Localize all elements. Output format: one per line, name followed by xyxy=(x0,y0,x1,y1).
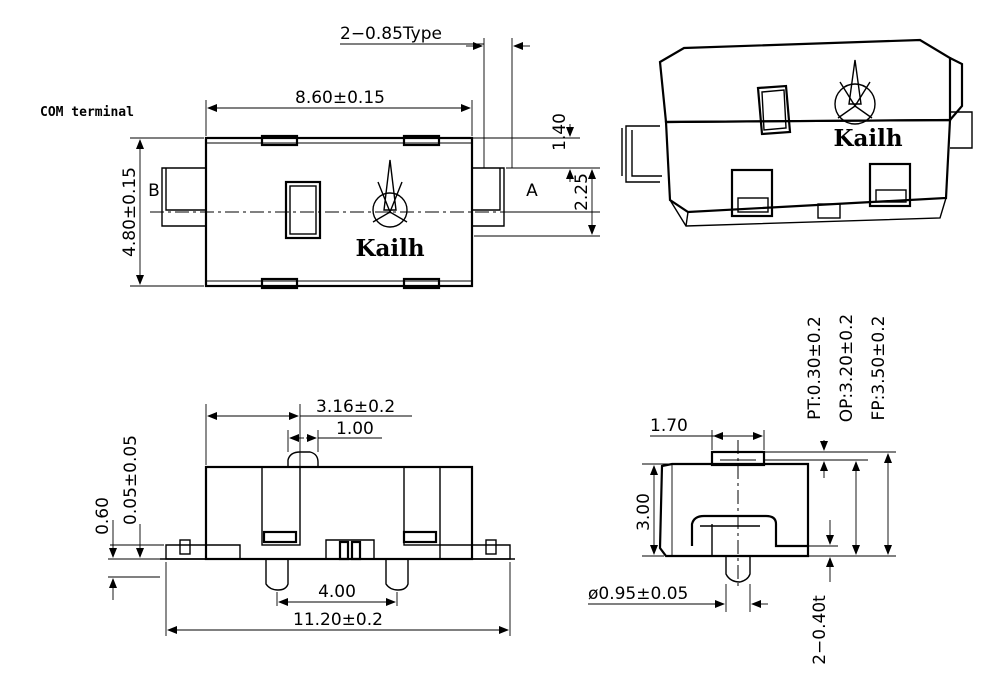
dim-4-00: 4.00 xyxy=(318,582,356,602)
kailh-logo-iso: Kailh xyxy=(833,59,903,152)
iso-actuator xyxy=(756,84,792,136)
front-view: 3.16±0.2 1.00 0.60 0.05±0.05 4.00 11.20±… xyxy=(93,397,515,636)
iso-front-face xyxy=(664,118,952,214)
iso-clip-right xyxy=(868,162,912,208)
pin-side xyxy=(725,556,751,583)
iso-top-face xyxy=(658,38,952,124)
clip-top-right xyxy=(402,134,441,147)
actuator-top xyxy=(284,180,322,240)
dim-2-25: 2.25 xyxy=(572,173,592,211)
clip-top-left xyxy=(260,134,299,147)
dim-fp: FP:3.50±0.2 xyxy=(869,316,889,421)
clip-bottom-right xyxy=(402,277,441,290)
dim-3-00: 3.00 xyxy=(634,493,654,531)
dim-pt: PT:0.30±0.2 xyxy=(805,316,825,420)
brand-text-iso: Kailh xyxy=(833,125,902,152)
dim-0-60: 0.60 xyxy=(93,497,113,535)
pin-right xyxy=(385,559,409,591)
dim-op: OP:3.20±0.2 xyxy=(837,314,857,423)
com-terminal-label: COM terminal xyxy=(40,105,134,120)
iso-terminal-right xyxy=(950,111,973,149)
dim-1-40: 1.40 xyxy=(550,113,570,151)
dim-1-00: 1.00 xyxy=(336,419,374,439)
dim-11-20: 11.20±0.2 xyxy=(293,610,383,630)
terminal-a-label: A xyxy=(526,181,538,201)
dim-0-05: 0.05±0.05 xyxy=(121,435,141,525)
dim-height: 4.80±0.15 xyxy=(120,167,140,257)
kailh-logo-top: Kailh xyxy=(355,159,425,262)
clip-bottom-left xyxy=(260,277,299,290)
dim-type: 2−0.85Type xyxy=(340,24,442,44)
dim-length: 8.60±0.15 xyxy=(295,88,385,108)
side-view: 1.70 3.00 PT:0.30±0.2 OP:3.20±0.2 FP:3.5… xyxy=(588,314,896,665)
brand-text-top: Kailh xyxy=(355,235,424,262)
isometric-view: Kailh xyxy=(621,38,973,227)
dim-diameter: ø0.95±0.05 xyxy=(588,584,688,604)
switch-body-side xyxy=(658,462,810,558)
dim-0-40t: 2−0.40t xyxy=(810,595,830,665)
dim-3-16: 3.16±0.2 xyxy=(316,397,395,417)
iso-clip-left xyxy=(730,168,774,218)
actuator-front xyxy=(287,451,319,467)
dim-1-70: 1.70 xyxy=(650,416,688,436)
terminal-b-pin xyxy=(161,167,206,227)
top-view: COM terminal Kailh 8.60±0.15 xyxy=(40,24,600,290)
terminal-b-label: B xyxy=(148,181,160,201)
pin-left xyxy=(265,559,289,591)
terminal-a-pin xyxy=(472,167,505,227)
iso-terminal-left xyxy=(625,125,662,183)
